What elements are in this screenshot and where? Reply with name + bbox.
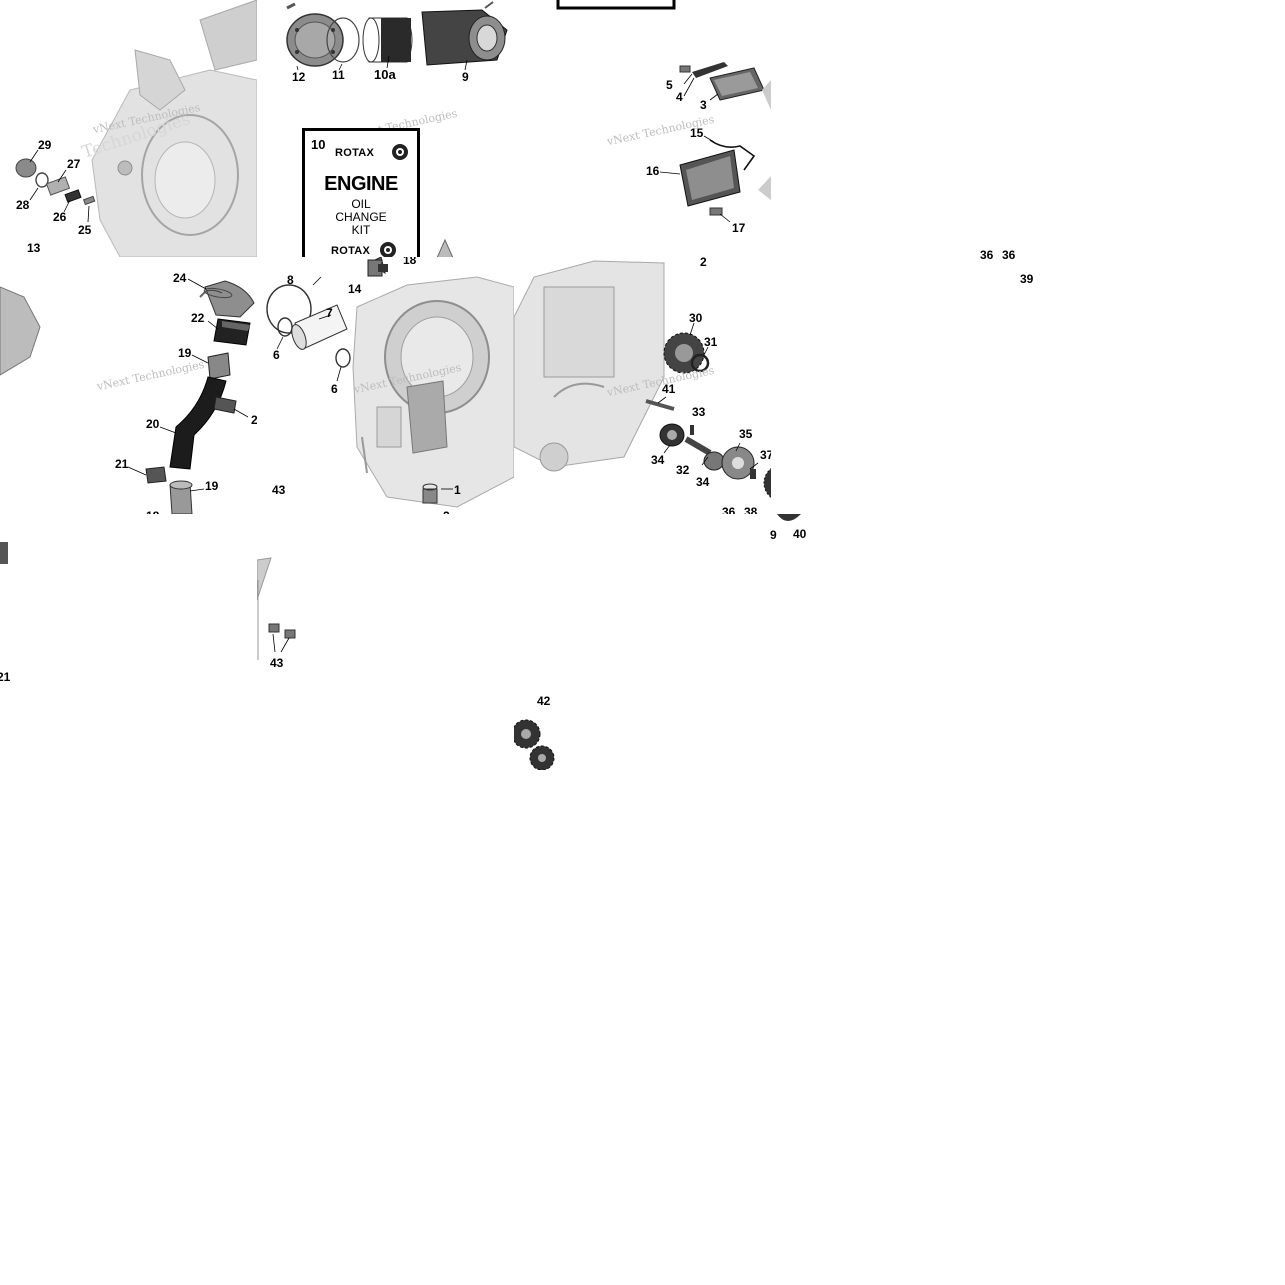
callout-10a: 10a [374,67,396,82]
callout-20: 20 [146,417,160,431]
oil-filter-illustration [286,1,508,257]
callout-24: 24 [173,271,187,285]
callout-6-upper: 6 [273,348,280,362]
callout-4: 4 [676,90,683,104]
crankcase-half-illustration [266,257,514,508]
callout-36-far-right: 36 [1002,248,1016,262]
gear-42-illustration [514,719,555,770]
bolt-fragment-illustration [257,557,296,660]
oil-change-kit-label: 10 ROTAX ENGINE OIL CHANGE KIT ROTAX [302,128,420,271]
callout-9-bottom: 9 [770,528,777,542]
callout-41: 41 [662,382,676,396]
callout-36-far-left: 36 [980,248,994,262]
kit-line-oil: OIL [351,197,371,211]
diagram-tile-strainer: 5 4 3 15 16 17 vNext Technologies [514,0,771,257]
crankcase-cover-illustration [15,0,257,257]
rotax-emblem-icon [392,144,408,160]
callout-38: 38 [744,505,758,514]
callout-27: 27 [67,157,81,171]
callout-9-top: 9 [462,70,469,84]
diagram-tile-oil-pump: 2 30 31 41 33 35 34 32 37 34 36 38 vNext… [514,257,771,514]
callout-37: 37 [760,448,771,462]
callout-19-upper: 19 [178,346,192,360]
callout-18-upper: 18 [403,257,417,267]
callout-6-lower: 6 [331,382,338,396]
callout-19-lower: 19 [205,479,219,493]
callout-35: 35 [739,427,753,441]
diagram-tile-hoses: 24 22 19 20 2 21 19 18 vNext Technologie… [0,257,257,514]
kit-title: ENGINE [324,173,398,195]
diagram-tile-crankcase-left: 13 23 8 7 6 6 14 18 1 2 vNext Technologi… [257,257,514,514]
callout-21-upper: 21 [115,457,129,471]
callout-31: 31 [704,335,718,349]
callout-18-lower: 18 [146,510,159,514]
callout-2-bottom: 2 [443,510,450,514]
callout-12: 12 [292,70,306,84]
callout-42: 42 [537,694,551,708]
callout-11: 11 [332,68,345,82]
callout-2-left: 2 [251,413,257,427]
callout-36: 36 [722,505,736,514]
callout-7: 7 [326,306,333,320]
callout-40: 40 [793,527,807,541]
callout-30: 30 [689,311,703,325]
callout-29: 29 [38,138,52,152]
rotax-emblem-icon [380,242,396,258]
callout-22: 22 [191,311,205,325]
fitting-14-illustration [367,259,388,277]
kit-line-kit: KIT [351,223,371,237]
rotax-logo-top: ROTAX [335,147,375,159]
callout-16: 16 [646,164,660,178]
gear-fragment-illustration [777,514,801,521]
rotax-logo-bottom: ROTAX [331,245,371,257]
callout-1: 1 [454,483,461,497]
callout-33: 33 [692,405,706,419]
callout-5: 5 [666,78,673,92]
callout-2-top: 2 [700,257,707,269]
kit-line-change: CHANGE [335,210,387,224]
callout-13-left: 13 [27,241,41,255]
diagram-tile-crankcase-cover: 29 27 28 26 25 13 vNext Technologies Tec… [0,0,257,257]
callout-39: 39 [1020,272,1034,286]
oil-pump-illustration [514,260,771,498]
oil-hose-illustration [0,278,255,514]
callout-28: 28 [16,198,30,212]
oil-strainer-illustration [556,0,771,223]
callout-43-lower: 43 [270,656,284,670]
callout-17: 17 [732,221,746,235]
callout-14: 14 [348,282,362,296]
callout-43-upper: 43 [272,483,286,497]
kit-number: 10 [311,137,326,152]
callout-25: 25 [78,223,92,237]
callout-34-left: 34 [651,453,665,467]
callout-34-right: 34 [696,475,710,489]
callout-21-lower: 21 [0,670,11,684]
callout-26: 26 [53,210,67,224]
callout-15: 15 [690,126,704,140]
callout-8: 8 [287,273,294,287]
callout-3: 3 [700,98,707,112]
callout-32: 32 [676,463,690,477]
plug-fragment-illustration [0,542,8,564]
